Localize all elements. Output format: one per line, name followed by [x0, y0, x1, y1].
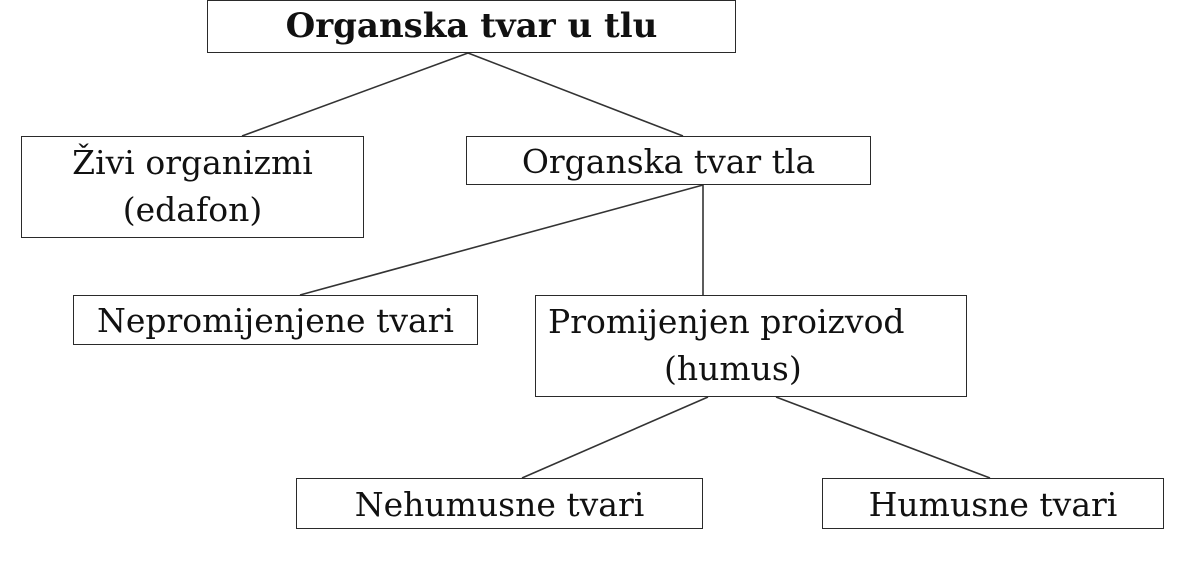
node-label: Nehumusne tvari	[354, 485, 645, 525]
node-label: Organska tvar tla	[521, 142, 816, 182]
edge-organska-tla-nepromijenjene	[299, 184, 704, 296]
edge-promijenjen-humusne	[775, 396, 991, 479]
node-organska-tvar-u-tlu: Organska tvar u tlu	[207, 0, 736, 53]
node-nepromijenjene-tvari: Nepromijenjene tvari	[73, 295, 478, 345]
node-label: Organska tvar u tlu	[285, 6, 658, 47]
node-label-line2: (edafon)	[122, 190, 263, 229]
edge-root-zivi	[241, 52, 469, 137]
edge-root-organska-tla	[467, 52, 684, 137]
node-promijenjen-proizvod: Promijenjen proizvod (humus)	[535, 295, 967, 397]
node-label-line1: Živi organizmi	[72, 143, 313, 183]
edge-promijenjen-nehumusne	[521, 396, 709, 479]
node-label: Humusne tvari	[868, 485, 1118, 525]
node-humusne-tvari: Humusne tvari	[822, 478, 1164, 529]
node-label: Nepromijenjene tvari	[97, 300, 454, 340]
node-organska-tvar-tla: Organska tvar tla	[466, 136, 871, 185]
node-label-line2: (humus)	[664, 349, 802, 388]
node-zivi-organizmi: Živi organizmi (edafon)	[21, 136, 364, 238]
node-nehumusne-tvari: Nehumusne tvari	[296, 478, 703, 529]
node-label-line1: Promijenjen proizvod	[548, 302, 905, 342]
